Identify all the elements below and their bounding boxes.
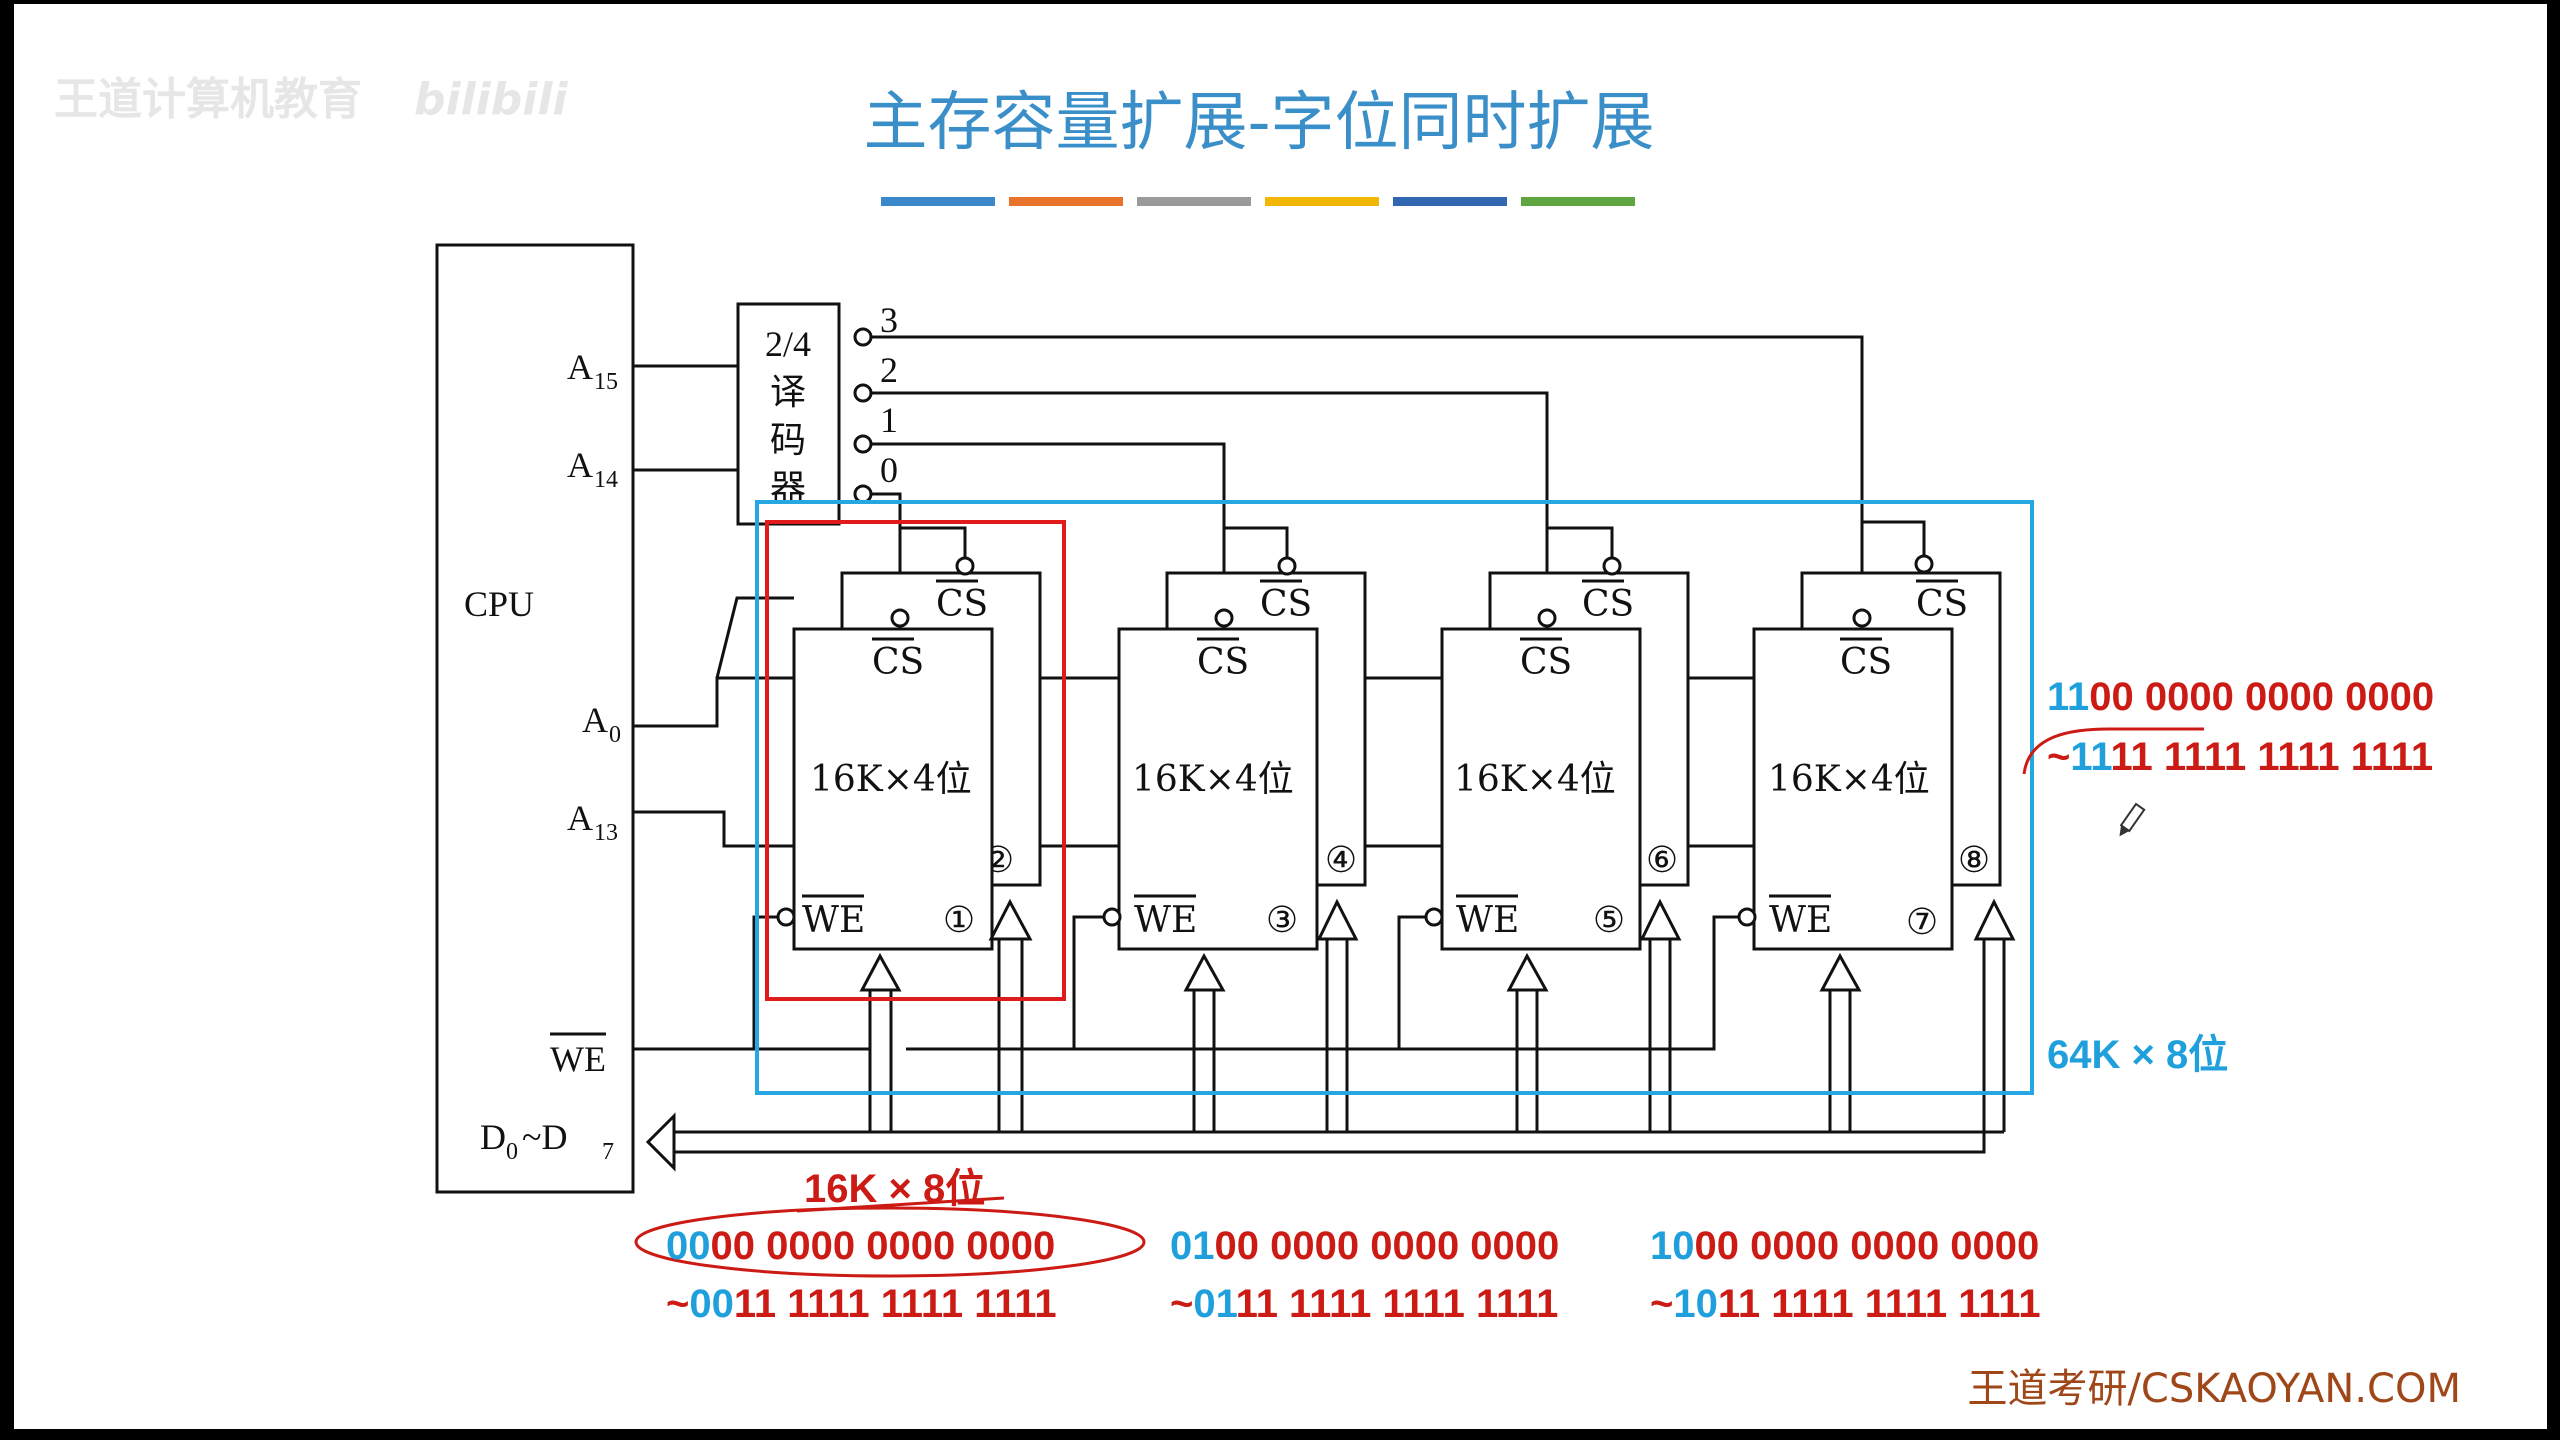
range-1: 0100 0000 0000 0000 ~0111 1111 1111 1111 [1170, 1224, 1559, 1326]
bilibili-logo: bilibili [414, 74, 568, 125]
slide-canvas: 王道计算机教育 bilibili 主存容量扩展-字位同时扩展 CPU A 15 … [54, 74, 2461, 1412]
svg-text:14: 14 [594, 467, 618, 493]
we-bus [633, 915, 1747, 1051]
svg-text:CS: CS [1260, 584, 1312, 625]
chip-number: ⑥ [1646, 840, 1678, 881]
svg-text:7: 7 [602, 1139, 614, 1165]
svg-text:CS: CS [1582, 584, 1634, 625]
svg-text:1100 0000 0000 0000: 1100 0000 0000 0000 [2047, 675, 2434, 719]
chip-capacity: 16K×4位 [1768, 759, 1930, 800]
chip-capacity: 16K×4位 [1132, 759, 1294, 800]
svg-text:WE: WE [1456, 900, 1519, 941]
cpu-pin-a15: A 15 [567, 347, 618, 395]
range-3: 1100 0000 0000 0000 ~1111 1111 1111 1111 [2022, 675, 2434, 779]
svg-text:A: A [582, 700, 608, 740]
chip-number: ⑧ [1958, 840, 1990, 881]
total-group-box [755, 500, 2034, 1095]
decoder-label-1: 2/4 [765, 324, 811, 364]
title-bar-segment [1137, 197, 1251, 206]
svg-text:0: 0 [506, 1139, 518, 1165]
range-2: 1000 0000 0000 0000 ~1011 1111 1111 1111 [1650, 1224, 2041, 1326]
svg-text:~1011 1111 1111 1111: ~1011 1111 1111 1111 [1650, 1282, 2041, 1326]
svg-text:~1111 1111 1111 1111: ~1111 1111 1111 1111 [2047, 735, 2433, 779]
svg-text:0000 0000 0000 0000: 0000 0000 0000 0000 [666, 1224, 1055, 1268]
svg-text:WE: WE [1769, 900, 1832, 941]
svg-text:A: A [567, 347, 593, 387]
svg-text:WE: WE [802, 900, 865, 941]
decoder-label-3: 码 [770, 420, 806, 460]
chip-capacity: 16K×4位 [1454, 759, 1616, 800]
chip-number: ⑤ [1593, 900, 1625, 941]
svg-text:1000 0000 0000 0000: 1000 0000 0000 0000 [1650, 1224, 2039, 1268]
chip-pair-4: CS ⑧ CS 16K×4位 WE ⑦ [1737, 520, 2002, 951]
title-bar-segment [1265, 197, 1379, 206]
decoder-out-1-label: 1 [880, 400, 898, 440]
cpu-pin-we: WE [550, 1032, 606, 1079]
svg-text:CS: CS [1197, 642, 1249, 683]
cpu-pin-a0: A 0 [582, 700, 621, 748]
title-bar-segment [1009, 197, 1123, 206]
chip-number: ④ [1325, 840, 1357, 881]
svg-text:0100 0000 0000 0000: 0100 0000 0000 0000 [1170, 1224, 1559, 1268]
svg-text:13: 13 [594, 820, 618, 846]
chip-pair-2: CS ④ CS 16K×4位 WE ③ [1102, 526, 1367, 951]
cpu-pin-a13: A 13 [567, 798, 618, 846]
svg-text:CS: CS [1840, 642, 1892, 683]
page-title: 主存容量扩展-字位同时扩展 [863, 86, 1654, 160]
first-range-circle [634, 1206, 1146, 1278]
chip-number: ① [943, 900, 975, 941]
watermark-text: 王道计算机教育 [54, 74, 362, 125]
svg-text:~0111 1111 1111 1111: ~0111 1111 1111 1111 [1170, 1282, 1558, 1326]
decoder-out-2-label: 2 [880, 350, 898, 390]
svg-text:15: 15 [594, 369, 618, 395]
title-bar-segment [881, 197, 995, 206]
svg-text:~0011 1111 1111 1111: ~0011 1111 1111 1111 [666, 1282, 1057, 1326]
first-group-box [765, 520, 1066, 1001]
pencil-icon [2119, 802, 2146, 837]
chip-number: ③ [1266, 900, 1298, 941]
total-capacity-label: 64K × 8位 [2047, 1033, 2228, 1077]
svg-text:A: A [567, 445, 593, 485]
range-0: 0000 0000 0000 0000 ~0011 1111 1111 1111 [666, 1224, 1057, 1326]
svg-text:D: D [480, 1117, 506, 1157]
title-color-bar [881, 197, 1635, 206]
title-bar-segment [1521, 197, 1635, 206]
svg-text:WE: WE [550, 1039, 606, 1079]
slide: 王道计算机教育 bilibili 主存容量扩展-字位同时扩展 CPU A 15 … [14, 4, 2547, 1429]
svg-text:WE: WE [1134, 900, 1197, 941]
svg-text:A: A [567, 798, 593, 838]
cpu-pin-a14: A 14 [567, 445, 618, 493]
decoder-out-0-label: 0 [880, 450, 898, 490]
decoder-out-3-label: 3 [880, 300, 898, 340]
svg-text:~D: ~D [522, 1117, 567, 1157]
chip-pair-3: CS ⑥ CS 16K×4位 WE ⑤ [1424, 526, 1690, 951]
svg-text:0: 0 [609, 722, 621, 748]
cpu-label: CPU [464, 584, 534, 624]
svg-text:CS: CS [1520, 642, 1572, 683]
chip-capacity: 16K×4位 [810, 759, 972, 800]
decoder-label-2: 译 [770, 372, 806, 412]
chip-pair-1: CS ② CS 16K×4位 WE ① [776, 526, 1042, 951]
svg-text:CS: CS [872, 642, 924, 683]
svg-text:CS: CS [1916, 584, 1968, 625]
title-bar-segment [1393, 197, 1507, 206]
svg-text:CS: CS [936, 584, 988, 625]
chip-number: ⑦ [1906, 902, 1938, 943]
footer-brand: 王道考研/CSKAOYAN.COM [1967, 1366, 2461, 1412]
cpu-block [435, 243, 635, 1194]
cpu-pin-data: D 0 ~D 7 [480, 1117, 614, 1165]
